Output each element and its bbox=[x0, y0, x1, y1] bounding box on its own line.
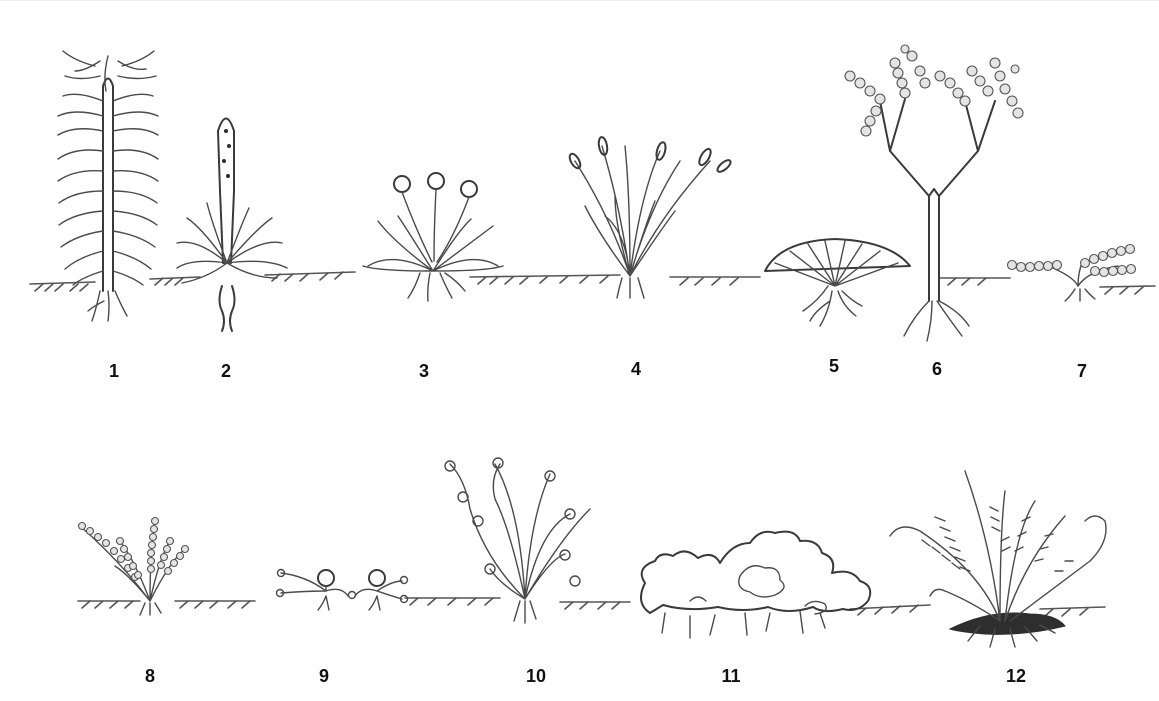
plant-label-3: 3 bbox=[404, 361, 444, 382]
ground-row-2 bbox=[78, 598, 1105, 616]
plant-label-9: 9 bbox=[304, 666, 344, 687]
plant-label-11: 11 bbox=[711, 666, 751, 687]
plant-label-4: 4 bbox=[616, 359, 656, 380]
plant-label-10: 10 bbox=[516, 666, 556, 687]
plant-3-drawing bbox=[363, 173, 503, 301]
plant-11-drawing bbox=[641, 532, 870, 638]
plant-12-drawing bbox=[890, 471, 1106, 647]
plant-5-drawing bbox=[765, 239, 910, 326]
plant-label-2: 2 bbox=[206, 361, 246, 382]
plant-label-1: 1 bbox=[94, 361, 134, 382]
plant-label-5: 5 bbox=[814, 356, 854, 377]
plant-7-drawing bbox=[1008, 245, 1136, 302]
plant-4-drawing bbox=[568, 136, 733, 298]
plant-label-6: 6 bbox=[917, 359, 957, 380]
plant-label-7: 7 bbox=[1062, 361, 1102, 382]
plant-2-drawing bbox=[177, 119, 287, 332]
plant-1-drawing bbox=[58, 51, 158, 321]
plant-6-bead-clusters bbox=[845, 45, 1023, 136]
plant-label-12: 12 bbox=[996, 666, 1036, 687]
plant-9-drawing bbox=[277, 570, 408, 611]
plant-label-8: 8 bbox=[130, 666, 170, 687]
ground-row-1 bbox=[30, 272, 1155, 294]
plant-6-drawing bbox=[845, 45, 1023, 341]
